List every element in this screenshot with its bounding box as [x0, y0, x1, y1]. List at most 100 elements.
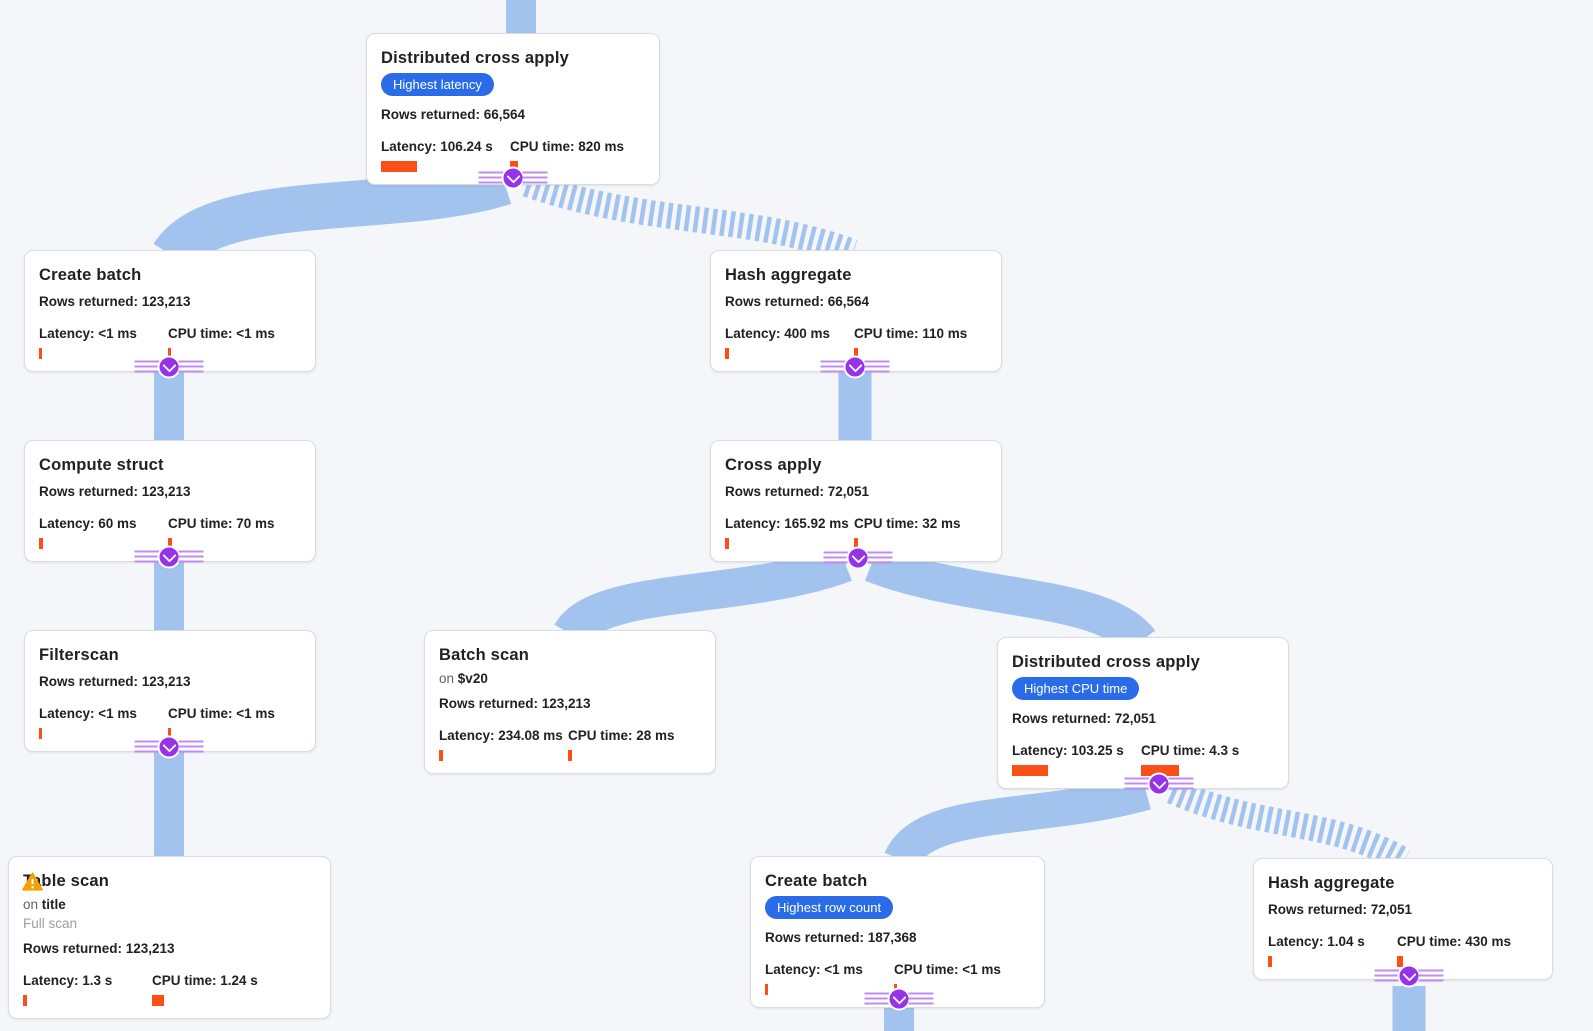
node-metrics: Latency: 103.25 s CPU time: 4.3 s [1012, 742, 1274, 776]
cpu-time-bar [568, 750, 572, 761]
plan-node[interactable]: Create batch Rows returned: 123,213 Late… [24, 250, 316, 372]
latency-bar [725, 538, 729, 549]
node-title: Create batch [39, 266, 142, 284]
collapse-subtree-button[interactable] [478, 166, 548, 190]
cpu-time-label: CPU time: 28 ms [568, 728, 675, 743]
cpu-time-metric: CPU time: 4.3 s [1141, 742, 1239, 776]
edge-stripes-right [908, 992, 934, 1006]
node-metrics: Latency: <1 ms CPU time: <1 ms [39, 325, 301, 359]
node-title: Distributed cross apply [381, 49, 569, 67]
edge-stripes-right [867, 551, 893, 565]
cpu-time-bar [1397, 956, 1403, 967]
plan-node[interactable]: Hash aggregate Rows returned: 66,564 Lat… [710, 250, 1002, 372]
node-title: Table scan [23, 872, 110, 890]
node-rows-returned: Rows returned: 72,051 [725, 484, 870, 499]
latency-label: Latency: 106.24 s [381, 139, 493, 154]
latency-metric: Latency: <1 ms [765, 961, 894, 995]
node-rows-returned: Rows returned: 123,213 [23, 941, 175, 956]
edge-stripes-left [134, 550, 160, 564]
latency-bar [39, 538, 43, 549]
latency-bar [381, 161, 417, 172]
chevron-down-icon [846, 546, 870, 570]
latency-label: Latency: 165.92 ms [725, 516, 849, 531]
cpu-time-metric: CPU time: 430 ms [1397, 933, 1511, 967]
chevron-down-icon [843, 355, 867, 379]
cpu-time-metric: CPU time: 110 ms [854, 325, 967, 359]
edge-stripes-left [478, 171, 504, 185]
cpu-time-label: CPU time: <1 ms [168, 326, 275, 341]
node-rows-returned: Rows returned: 123,213 [39, 294, 191, 309]
plan-edge-solid [864, 545, 1156, 655]
latency-label: Latency: <1 ms [39, 326, 137, 341]
collapse-subtree-button[interactable] [864, 987, 934, 1011]
cpu-time-label: CPU time: 820 ms [510, 139, 625, 154]
node-on-value: title [41, 897, 66, 912]
node-on-line: on title [23, 895, 316, 914]
collapse-subtree-button[interactable] [820, 355, 890, 379]
plan-node[interactable]: Distributed cross apply Highest latency … [366, 33, 660, 185]
plan-node[interactable]: Cross apply Rows returned: 72,051 Latenc… [710, 440, 1002, 562]
cpu-time-metric: CPU time: 28 ms [568, 727, 675, 761]
collapse-subtree-button[interactable] [134, 545, 204, 569]
latency-metric: Latency: 1.3 s [23, 972, 152, 1006]
cpu-time-bar [1141, 765, 1179, 776]
node-subtext: Full scan [23, 916, 78, 931]
latency-metric: Latency: 103.25 s [1012, 742, 1141, 776]
edge-stripes-right [178, 740, 204, 754]
latency-metric: Latency: 234.08 ms [439, 727, 568, 761]
node-title: Create batch [765, 872, 868, 890]
collapse-subtree-button[interactable] [1374, 964, 1444, 988]
latency-label: Latency: 234.08 ms [439, 728, 563, 743]
node-metrics: Latency: <1 ms CPU time: <1 ms [39, 705, 301, 739]
collapse-subtree-button[interactable] [134, 735, 204, 759]
latency-metric: Latency: 1.04 s [1268, 933, 1397, 967]
node-metrics: Latency: 1.04 s CPU time: 430 ms [1268, 933, 1538, 967]
latency-metric: Latency: 106.24 s [381, 138, 510, 172]
node-on-prefix: on [23, 897, 39, 912]
edge-stripes-left [823, 551, 849, 565]
latency-bar [39, 728, 42, 739]
plan-edge-solid [884, 774, 1151, 869]
latency-metric: Latency: 400 ms [725, 325, 854, 359]
node-badge: Highest row count [765, 896, 894, 919]
plan-node[interactable]: Batch scan on $v20 Rows returned: 123,21… [424, 630, 716, 774]
edge-stripes-right [1168, 777, 1194, 791]
node-on-line: on $v20 [439, 669, 701, 688]
collapse-subtree-button[interactable] [134, 355, 204, 379]
plan-node[interactable]: Distributed cross apply Highest CPU time… [997, 637, 1289, 789]
collapse-subtree-button[interactable] [1124, 772, 1194, 796]
node-rows-returned: Rows returned: 123,213 [39, 484, 191, 499]
cpu-time-label: CPU time: 430 ms [1397, 934, 1512, 949]
latency-bar [765, 984, 768, 995]
node-metrics: Latency: 60 ms CPU time: 70 ms [39, 515, 301, 549]
cpu-time-metric: CPU time: 1.24 s [152, 972, 258, 1006]
plan-edge-striped [1166, 779, 1411, 873]
node-title: Hash aggregate [725, 266, 852, 284]
latency-label: Latency: 1.3 s [23, 973, 113, 988]
node-metrics: Latency: 234.08 ms CPU time: 28 ms [439, 727, 701, 761]
cpu-time-metric: CPU time: 70 ms [168, 515, 275, 549]
latency-label: Latency: 60 ms [39, 516, 137, 531]
plan-node[interactable]: Table scan on title Full scan Rows retur… [8, 856, 331, 1019]
latency-label: Latency: 103.25 s [1012, 743, 1124, 758]
cpu-time-label: CPU time: <1 ms [168, 706, 275, 721]
cpu-time-label: CPU time: 1.24 s [152, 973, 258, 988]
node-title: Cross apply [725, 456, 822, 474]
plan-node[interactable]: Create batch Highest row count Rows retu… [750, 856, 1045, 1008]
plan-node[interactable]: Filterscan Rows returned: 123,213 Latenc… [24, 630, 316, 752]
plan-node[interactable]: Compute struct Rows returned: 123,213 La… [24, 440, 316, 562]
edge-stripes-right [178, 360, 204, 374]
cpu-time-label: CPU time: 70 ms [168, 516, 275, 531]
cpu-time-bar [152, 995, 164, 1006]
node-rows-returned: Rows returned: 123,213 [39, 674, 191, 689]
chevron-down-icon [1147, 772, 1171, 796]
node-title: Hash aggregate [1268, 874, 1395, 892]
cpu-time-metric: CPU time: 32 ms [854, 515, 961, 549]
plan-node[interactable]: Hash aggregate Rows returned: 72,051 Lat… [1253, 858, 1553, 980]
node-metrics: Latency: 400 ms CPU time: 110 ms [725, 325, 987, 359]
collapse-subtree-button[interactable] [823, 546, 893, 570]
latency-label: Latency: <1 ms [39, 706, 137, 721]
edge-stripes-left [134, 740, 160, 754]
cpu-time-metric: CPU time: <1 ms [168, 705, 275, 739]
latency-label: Latency: 1.04 s [1268, 934, 1365, 949]
